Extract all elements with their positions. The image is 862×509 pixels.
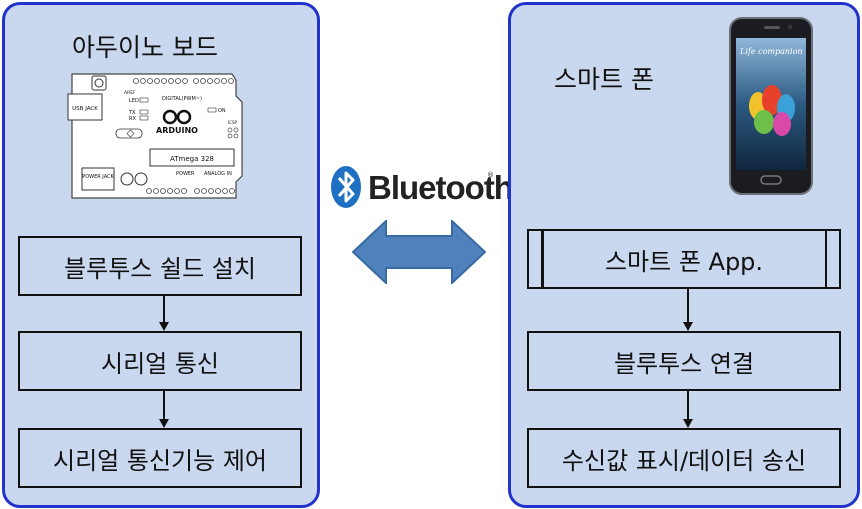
right-step-1-label: 스마트 폰 App. — [604, 247, 764, 276]
bluetooth-label: Bluetooth — [368, 169, 514, 206]
smartphone-image: Life companion — [729, 17, 813, 195]
rx-label: RX — [129, 116, 136, 122]
icsp-label: ICSP — [228, 120, 238, 125]
power-label: POWER — [176, 171, 195, 177]
right-step-3-label: 수신값 표시/데이터 송신 — [561, 446, 807, 475]
arduino-board-image: USB JACK POWER JACK AREF DIGITAL(PWM~) L… — [67, 73, 243, 199]
aref-label: AREF — [124, 90, 136, 96]
left-step-2-label: 시리얼 통신 — [100, 349, 220, 378]
power-jack-label: POWER JACK — [82, 174, 114, 180]
on-label: ON — [218, 108, 226, 114]
registered-mark: ® — [487, 171, 494, 179]
left-step-3: 시리얼 통신기능 제어 — [18, 428, 302, 488]
analog-in-label: ANALOG IN — [204, 171, 232, 177]
digital-label: DIGITAL(PWM~) — [162, 96, 202, 102]
bluetooth-icon — [331, 166, 361, 208]
bidirectional-arrow — [352, 220, 486, 284]
bluetooth-logo: Bluetooth ® — [330, 165, 514, 213]
right-step-3: 수신값 표시/데이터 송신 — [527, 428, 841, 488]
phone-screen-text: Life companion — [739, 47, 803, 56]
left-step-2: 시리얼 통신 — [18, 331, 302, 391]
left-step-3-label: 시리얼 통신기능 제어 — [53, 446, 267, 475]
arduino-label: ARDUINO — [156, 126, 198, 135]
chip-label: ATmega 328 — [170, 155, 214, 163]
right-step-1: 스마트 폰 App. — [527, 229, 841, 289]
left-step-1-label: 블루투스 쉴드 설치 — [64, 254, 256, 283]
right-step-2: 블루투스 연결 — [527, 331, 841, 391]
tx-label: TX — [128, 110, 136, 116]
usb-jack-label: USB JACK — [72, 106, 98, 112]
left-step-1: 블루투스 쉴드 설치 — [18, 236, 302, 296]
arduino-title: 아두이노 보드 — [72, 33, 218, 62]
smartphone-title: 스마트 폰 — [554, 65, 654, 94]
led-label: LED — [129, 98, 139, 104]
right-step-2-label: 블루투스 연결 — [613, 349, 755, 378]
